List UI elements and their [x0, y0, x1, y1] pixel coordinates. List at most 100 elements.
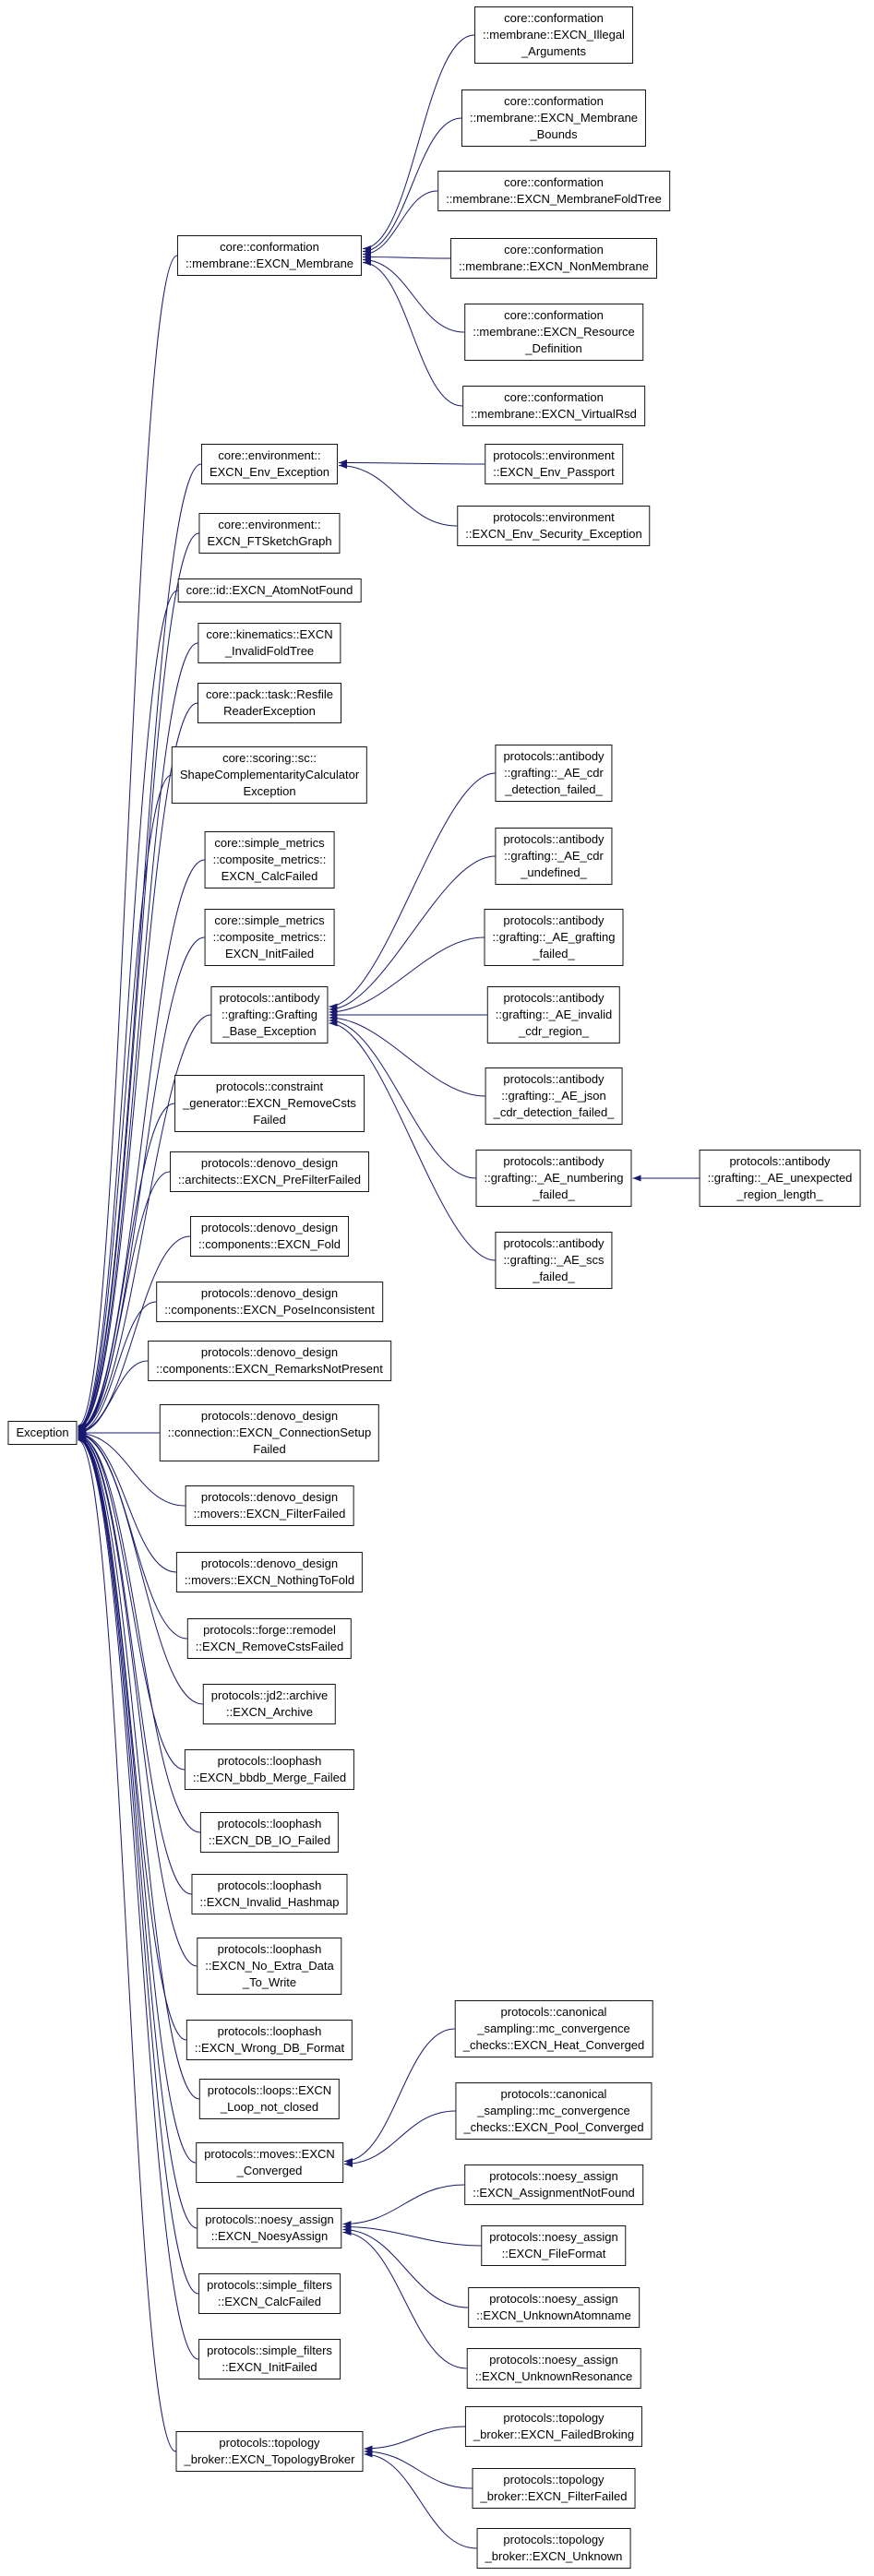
class-node-tb_failedbroking[interactable]: protocols::topology_broker::EXCN_FailedB… [464, 2406, 643, 2447]
class-node-excn_resource_definition[interactable]: core::conformation::membrane::EXCN_Resou… [464, 304, 643, 361]
class-node-ae_cdr_undefined[interactable]: protocols::antibody::grafting::_AE_cdr_u… [495, 828, 613, 885]
class-node-dd_excn_connectionsetupfailed[interactable]: protocols::denovo_design::connection::EX… [159, 1404, 380, 1461]
class-node-label: ShapeComplementarityCalculator [179, 768, 360, 781]
class-node-label: ::EXCN_CalcFailed [217, 2295, 321, 2308]
class-node-sf_excn_initfailed[interactable]: protocols::simple_filters::EXCN_InitFail… [198, 2339, 341, 2379]
inheritance-edge-tb_topologybroker--exception [78, 1437, 176, 2452]
inheritance-edge-dd_excn_prefilterfailed--exception [78, 1171, 171, 1435]
class-node-dd_excn_fold[interactable]: protocols::denovo_design::components::EX… [190, 1216, 349, 1257]
class-node-label: _generator::EXCN_RemoveCsts [183, 1096, 356, 1110]
class-node-cs_heat_converged[interactable]: protocols::canonical_sampling::mc_conver… [454, 2000, 653, 2057]
class-node-label: protocols::canonical [500, 2005, 607, 2019]
class-node-label: ::EXCN_bbdb_Merge_Failed [192, 1771, 347, 1784]
inheritance-edge-dd_excn_remarksnotpresent--exception [78, 1360, 149, 1436]
class-node-label: Exception [243, 784, 296, 798]
class-node-na_assignmentnotfound[interactable]: protocols::noesy_assign::EXCN_Assignment… [464, 2165, 643, 2205]
class-node-lh_excn_no_extra_data_to_write[interactable]: protocols::loophash::EXCN_No_Extra_Data_… [197, 1938, 342, 1995]
class-node-label: _Loop_not_closed [220, 2100, 319, 2114]
inheritance-edge-dd_excn_filterfailed--exception [78, 1430, 186, 1507]
class-node-na_fileformat[interactable]: protocols::noesy_assign::EXCN_FileFormat [481, 2225, 627, 2266]
class-node-lh_excn_invalid_hashmap[interactable]: protocols::loophash::EXCN_Invalid_Hashma… [191, 1874, 348, 1914]
inheritance-edge-tb_unknown--tb_topologybroker [364, 2451, 477, 2549]
class-node-dd_excn_prefilterfailed[interactable]: protocols::denovo_design::architects::EX… [170, 1151, 369, 1192]
class-node-tb_filterfailed[interactable]: protocols::topology_broker::EXCN_FilterF… [472, 2468, 636, 2509]
class-node-label: Failed [253, 1113, 286, 1127]
class-node-excn_illegal_arguments[interactable]: core::conformation::membrane::EXCN_Illeg… [474, 6, 633, 64]
class-node-dd_excn_filterfailed[interactable]: protocols::denovo_design::movers::EXCN_F… [185, 1485, 354, 1526]
class-node-na_unknownresonance[interactable]: protocols::noesy_assign::EXCN_UnknownRes… [466, 2348, 641, 2389]
class-node-label: Failed [253, 1442, 286, 1456]
class-node-label: _detection_failed_ [505, 782, 603, 796]
class-node-excn_env_exception[interactable]: core::environment::EXCN_Env_Exception [200, 444, 339, 484]
class-node-exception[interactable]: Exception [7, 1421, 78, 1445]
class-node-tb_topologybroker[interactable]: protocols::topology_broker::EXCN_Topolog… [175, 2431, 364, 2472]
class-node-label: _failed_ [533, 1187, 575, 1201]
class-node-label: protocols::topology [503, 2473, 605, 2487]
class-node-tb_unknown[interactable]: protocols::topology_broker::EXCN_Unknown [476, 2528, 631, 2569]
class-node-shape_complementarity_calculator_exception[interactable]: core::scoring::sc::ShapeComplementarityC… [171, 746, 368, 804]
inheritance-edge-lh_excn_wrong_db_format--exception [78, 1434, 187, 2041]
class-node-cs_pool_converged[interactable]: protocols::canonical_sampling::mc_conver… [455, 2082, 653, 2140]
class-node-excn_membranefoldtree[interactable]: core::conformation::membrane::EXCN_Membr… [437, 171, 670, 211]
inheritance-edge-excn_membrane--exception [78, 255, 178, 1429]
class-node-ae_unexpected_region_length[interactable]: protocols::antibody::grafting::_AE_unexp… [699, 1150, 861, 1207]
class-node-ae_grafting_failed[interactable]: protocols::antibody::grafting::_AE_graft… [484, 909, 624, 966]
class-node-excn_nonmembrane[interactable]: core::conformation::membrane::EXCN_NonMe… [450, 238, 657, 279]
class-node-label: protocols::noesy_assign [489, 2169, 618, 2183]
class-node-label: protocols::noesy_assign [489, 2353, 618, 2367]
class-node-na_unknownatomname[interactable]: protocols::noesy_assign::EXCN_UnknownAto… [468, 2287, 640, 2328]
inheritance-edge-loops_excn_loop_not_closed--exception [78, 1434, 200, 2100]
class-node-excn_invalidfoldtree[interactable]: core::kinematics::EXCN_InvalidFoldTree [198, 623, 341, 663]
class-node-cm_excn_initfailed[interactable]: core::simple_metrics::composite_metrics:… [204, 909, 335, 966]
class-node-label: protocols::denovo_design [200, 1286, 339, 1300]
class-node-excn_env_passport[interactable]: protocols::environment::EXCN_Env_Passpor… [485, 444, 623, 484]
class-node-excn_membrane[interactable]: core::conformation::membrane::EXCN_Membr… [176, 235, 363, 276]
class-node-lh_excn_bbdb_merge_failed[interactable]: protocols::loophash::EXCN_bbdb_Merge_Fai… [184, 1749, 355, 1790]
class-node-label: protocols::antibody [503, 913, 605, 927]
class-node-dd_excn_poseinconsistent[interactable]: protocols::denovo_design::components::EX… [156, 1282, 383, 1322]
class-node-label: ::EXCN_Archive [226, 1705, 313, 1719]
class-node-excn_virtualrsd[interactable]: core::conformation::membrane::EXCN_Virtu… [462, 386, 645, 426]
class-node-ae_numbering_failed[interactable]: protocols::antibody::grafting::_AE_numbe… [475, 1150, 632, 1207]
class-node-excn_env_security_exception[interactable]: protocols::environment::EXCN_Env_Securit… [457, 506, 651, 546]
class-node-jd2_excn_archive[interactable]: protocols::jd2::archive::EXCN_Archive [202, 1684, 337, 1724]
class-node-ae_json_cdr_detection_failed[interactable]: protocols::antibody::grafting::_AE_json_… [485, 1067, 623, 1125]
class-node-label: core::conformation [220, 240, 319, 254]
class-node-label: core::simple_metrics [214, 913, 325, 927]
class-node-cm_excn_calcfailed[interactable]: core::simple_metrics::composite_metrics:… [204, 831, 335, 888]
class-node-lh_excn_wrong_db_format[interactable]: protocols::loophash::EXCN_Wrong_DB_Forma… [186, 2020, 353, 2060]
class-node-label: protocols::topology [503, 2411, 605, 2425]
inheritance-edge-na_assignmentnotfound--na_noesyassign [342, 2184, 465, 2227]
class-node-na_noesyassign[interactable]: protocols::noesy_assign::EXCN_NoesyAssig… [197, 2208, 342, 2248]
class-node-label: _broker::EXCN_FilterFailed [480, 2489, 628, 2503]
class-node-label: _failed_ [533, 1270, 575, 1283]
class-node-label: _broker::EXCN_TopologyBroker [184, 2452, 355, 2466]
inheritance-edge-tb_filterfailed--tb_topologybroker [364, 2448, 473, 2489]
inheritance-edge-lh_excn_invalid_hashmap--exception [78, 1433, 192, 1895]
class-node-label: protocols::loophash [217, 1942, 322, 1956]
inheritance-edge-na_fileformat--na_noesyassign [342, 2224, 482, 2247]
inheritance-edge-cm_excn_calcfailed--exception [78, 859, 205, 1433]
class-node-excn_atomnotfound[interactable]: core::id::EXCN_AtomNotFound [177, 578, 362, 602]
class-node-excn_ftsketchgraph[interactable]: core::environment::EXCN_FTSketchGraph [198, 513, 341, 554]
class-node-cg_excn_removecstsfailed[interactable]: protocols::constraint_generator::EXCN_Re… [174, 1075, 365, 1132]
class-node-ae_scs_failed[interactable]: protocols::antibody::grafting::_AE_scs_f… [495, 1232, 613, 1289]
class-node-ae_invalid_cdr_region[interactable]: protocols::antibody::grafting::_AE_inval… [486, 986, 621, 1044]
class-node-excn_membrane_bounds[interactable]: core::conformation::membrane::EXCN_Membr… [461, 89, 647, 147]
inheritance-edge-cs_heat_converged--moves_converged [343, 2028, 455, 2165]
class-node-ae_cdr_detection_failed[interactable]: protocols::antibody::grafting::_AE_cdr_d… [495, 745, 613, 802]
class-node-moves_converged[interactable]: protocols::moves::EXCN_Converged [196, 2142, 343, 2183]
class-node-forge_excn_removecstsfailed[interactable]: protocols::forge::remodel::EXCN_RemoveCs… [186, 1618, 353, 1659]
class-node-label: _failed_ [533, 947, 575, 960]
class-node-grafting_base_exception[interactable]: protocols::antibody::grafting::Grafting_… [210, 986, 329, 1044]
class-node-label: ::EXCN_AssignmentNotFound [473, 2186, 635, 2200]
class-node-dd_excn_remarksnotpresent[interactable]: protocols::denovo_design::components::EX… [148, 1341, 391, 1381]
class-node-label: protocols::antibody [503, 1236, 605, 1250]
class-node-lh_excn_db_io_failed[interactable]: protocols::loophash::EXCN_DB_IO_Failed [199, 1812, 340, 1853]
class-node-loops_excn_loop_not_closed[interactable]: protocols::loops::EXCN_Loop_not_closed [198, 2079, 341, 2119]
class-node-dd_excn_nothingtofold[interactable]: protocols::denovo_design::movers::EXCN_N… [175, 1552, 364, 1592]
class-node-sf_excn_calcfailed[interactable]: protocols::simple_filters::EXCN_CalcFail… [198, 2273, 341, 2314]
